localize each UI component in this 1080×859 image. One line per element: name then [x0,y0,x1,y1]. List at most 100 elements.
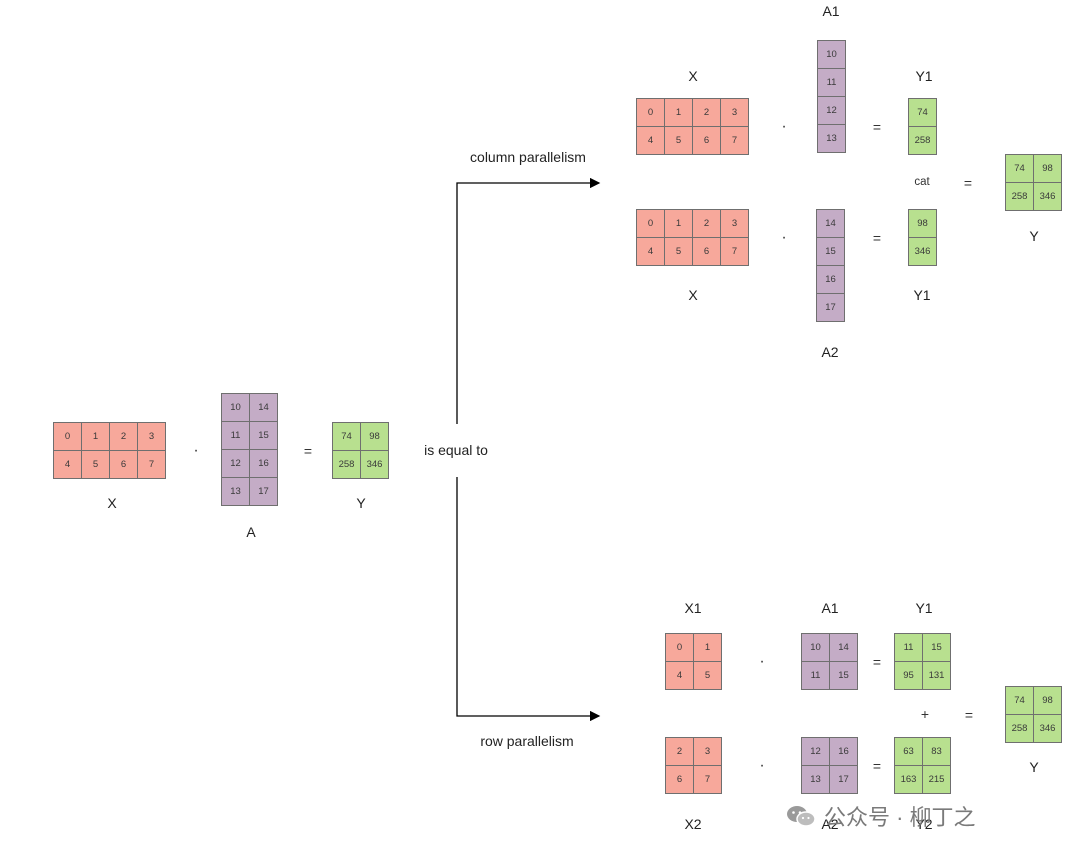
watermark: 公众号 · 柳丁之 [786,800,976,832]
column-label-a2: A2 [821,344,839,360]
matrix-cell: 3 [720,98,749,127]
matrix-cell: 15 [922,633,951,662]
matrix-cell: 0 [665,633,694,662]
column-equals-operator-top: = [872,119,882,135]
matrix-cell: 13 [221,477,250,506]
matrix-cell: 6 [692,237,721,266]
matrix-row: 17 [816,293,845,322]
matrix-cell: 4 [665,661,694,690]
matrix-row: 346 [908,237,937,266]
column-label-a1: A1 [822,3,840,19]
row-label-a1: A1 [821,600,839,616]
row-equals-operator-result: = [964,707,974,723]
column-label-y-result: Y [1029,228,1039,244]
matrix-row: 11 [817,68,846,97]
watermark-text: 公众号 · 柳丁之 [824,805,976,830]
matrix-cell: 10 [817,40,846,69]
matrix-cell: 4 [53,450,82,479]
matrix-cell: 2 [665,737,694,766]
matrix-cell: 12 [817,96,846,125]
matrix-cell: 6 [665,765,694,794]
matrix-cell: 74 [908,98,937,127]
matrix-cell: 74 [1005,686,1034,715]
row-label-a2: A2 [821,816,839,832]
matrix-cell: 7 [720,126,749,155]
column-label-x-bottom: X [688,287,698,303]
matrix-cell: 98 [360,422,389,451]
row-equals-operator-bottom: = [872,758,882,774]
left-label-a: A [246,524,256,540]
matrix-cell: 5 [693,661,722,690]
matrix-row: 258 [908,126,937,155]
column-equals-operator-bottom: = [872,230,882,246]
left-dot-operator: · [193,442,199,459]
row-label-x1: X1 [684,600,702,616]
matrix-cell: 1 [693,633,722,662]
matrix-row: 10 [817,40,846,69]
matrix-row: 14 [816,209,845,238]
column-label-x-top: X [688,68,698,84]
matrix-cell: 346 [908,237,937,266]
matrix-cell: 15 [249,421,278,450]
matrix-cell: 4 [636,126,665,155]
left-label-x: X [107,495,117,511]
matrix-cell: 7 [693,765,722,794]
matrix-cell: 12 [221,449,250,478]
column-dot-operator-top: · [781,118,787,135]
matrix-cell: 0 [636,209,665,238]
matrix-cell: 5 [81,450,110,479]
matrix-row: 13 [817,124,846,153]
matrix-cell: 346 [1033,182,1062,211]
matrix-cell: 16 [249,449,278,478]
matrix-cell: 6 [109,450,138,479]
matrix-cell: 3 [693,737,722,766]
row-equals-operator-top: = [872,654,882,670]
matrix-cell: 12 [801,737,830,766]
matrix-cell: 17 [816,293,845,322]
matrix-cell: 258 [1005,714,1034,743]
matrix-cell: 13 [817,124,846,153]
matrix-cell: 74 [1005,154,1034,183]
row-label-y2: Y2 [915,816,933,832]
matrix-cell: 15 [816,237,845,266]
matrix-cell: 74 [332,422,361,451]
column-label-y1-bottom: Y1 [913,287,931,303]
matrix-cell: 5 [664,126,693,155]
matrix-row: 15 [816,237,845,266]
wechat-icon [786,804,816,828]
matrix-cell: 16 [816,265,845,294]
matrix-cell: 7 [137,450,166,479]
column-cat-label: cat [914,176,930,188]
matrix-cell: 11 [894,633,923,662]
matrix-row: 74 [908,98,937,127]
matrix-cell: 63 [894,737,923,766]
matrix-cell: 14 [829,633,858,662]
matrix-cell: 15 [829,661,858,690]
row-dot-operator-bottom: · [759,757,765,774]
matrix-cell: 3 [137,422,166,451]
matrix-cell: 163 [894,765,923,794]
matrix-cell: 2 [692,98,721,127]
matrix-cell: 83 [922,737,951,766]
